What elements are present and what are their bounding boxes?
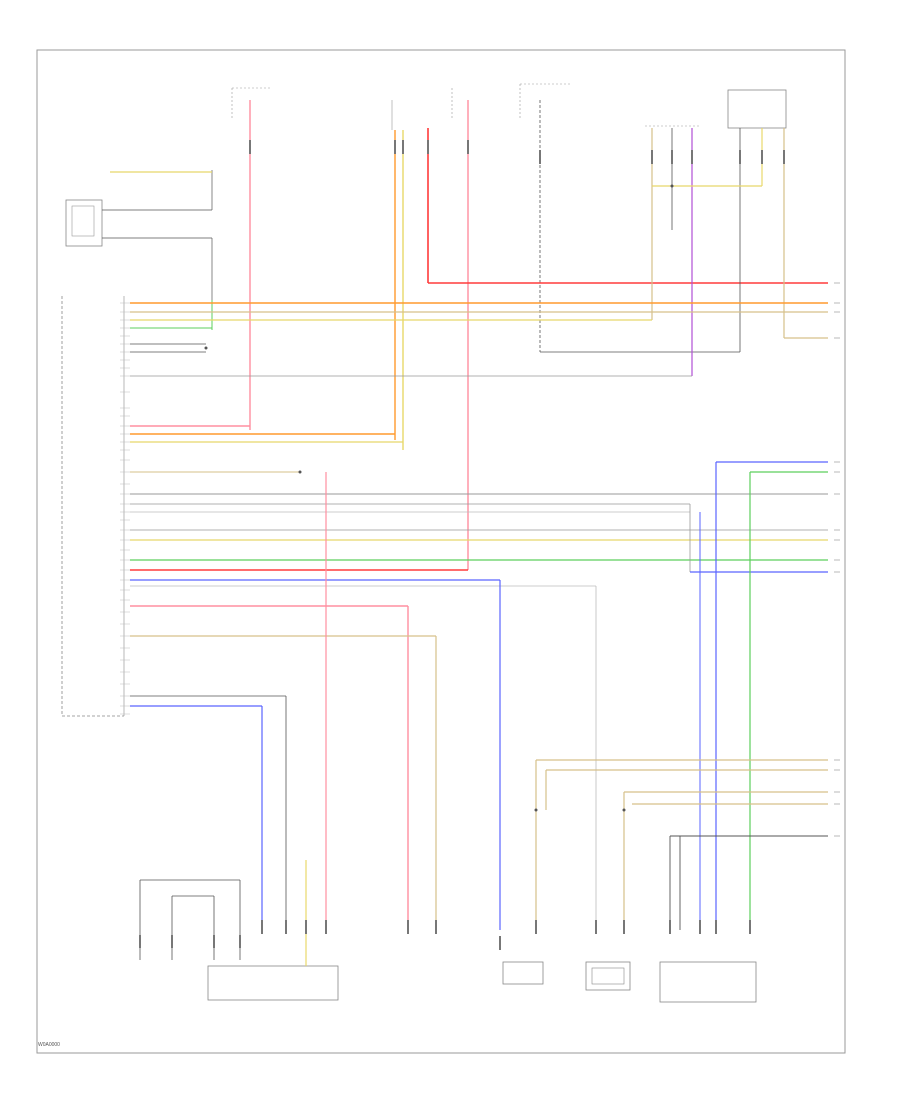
control-head-module <box>207 860 339 1001</box>
right-edge-stubs <box>834 282 840 837</box>
fuse-block-3 <box>451 88 469 570</box>
actuator-box <box>659 961 757 1003</box>
harness-bottom-right <box>535 759 828 930</box>
sunload-sensor <box>652 89 828 352</box>
bottom-connectors <box>139 920 751 950</box>
pressure-switch <box>65 170 213 330</box>
fuse-block-2 <box>391 100 404 450</box>
diagram-border <box>36 49 846 1054</box>
harness-lower <box>130 472 597 930</box>
module-pins <box>120 302 130 715</box>
diagram-code: W0A0000 <box>38 1042 60 1048</box>
bottom-left-switch <box>139 879 241 960</box>
fuse-block-4 <box>519 83 740 353</box>
sensor-box-1 <box>502 961 544 985</box>
top-connectors <box>249 140 785 164</box>
harness-middle <box>130 493 828 587</box>
harness-right-vertical <box>699 461 828 930</box>
fuse-block-1 <box>231 87 272 430</box>
splice-points <box>204 184 674 812</box>
sensor-box-2 <box>585 961 631 991</box>
harness-upper <box>130 302 828 473</box>
control-module <box>61 296 125 717</box>
red-feed <box>427 128 828 284</box>
